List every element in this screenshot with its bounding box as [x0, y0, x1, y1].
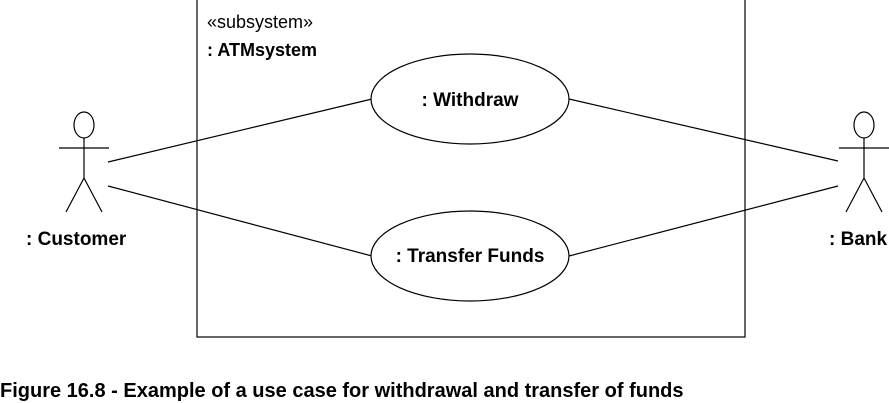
use-case-withdraw[interactable]: : Withdraw — [370, 53, 570, 145]
use-case-transfer-funds-shape — [370, 210, 570, 302]
use-case-withdraw-label: : Withdraw — [422, 90, 519, 111]
figure-caption: Figure 16.8 - Example of a use case for … — [0, 380, 684, 402]
association-customer-withdraw — [107, 98, 373, 163]
actor-customer-label: : Customer — [26, 229, 127, 250]
subsystem-name: : ATMsystem — [207, 40, 317, 60]
actor-bank-label: : Bank — [829, 229, 888, 250]
actor-bank[interactable]: : Bank — [829, 111, 889, 250]
association-customer-transfer — [107, 185, 373, 257]
use-case-withdraw-shape — [370, 53, 570, 145]
subsystem-stereotype: «subsystem» — [207, 12, 313, 32]
actor-customer[interactable]: : Customer — [26, 111, 127, 250]
stick-figure-icon — [839, 111, 889, 213]
association-withdraw-bank — [568, 98, 839, 162]
stick-figure-icon — [59, 111, 109, 213]
use-case-transfer-funds[interactable]: : Transfer Funds — [370, 210, 570, 302]
association-transfer-bank — [568, 185, 839, 257]
use-case-transfer-funds-label: : Transfer Funds — [396, 246, 545, 267]
subsystem-boundary — [196, 0, 746, 338]
